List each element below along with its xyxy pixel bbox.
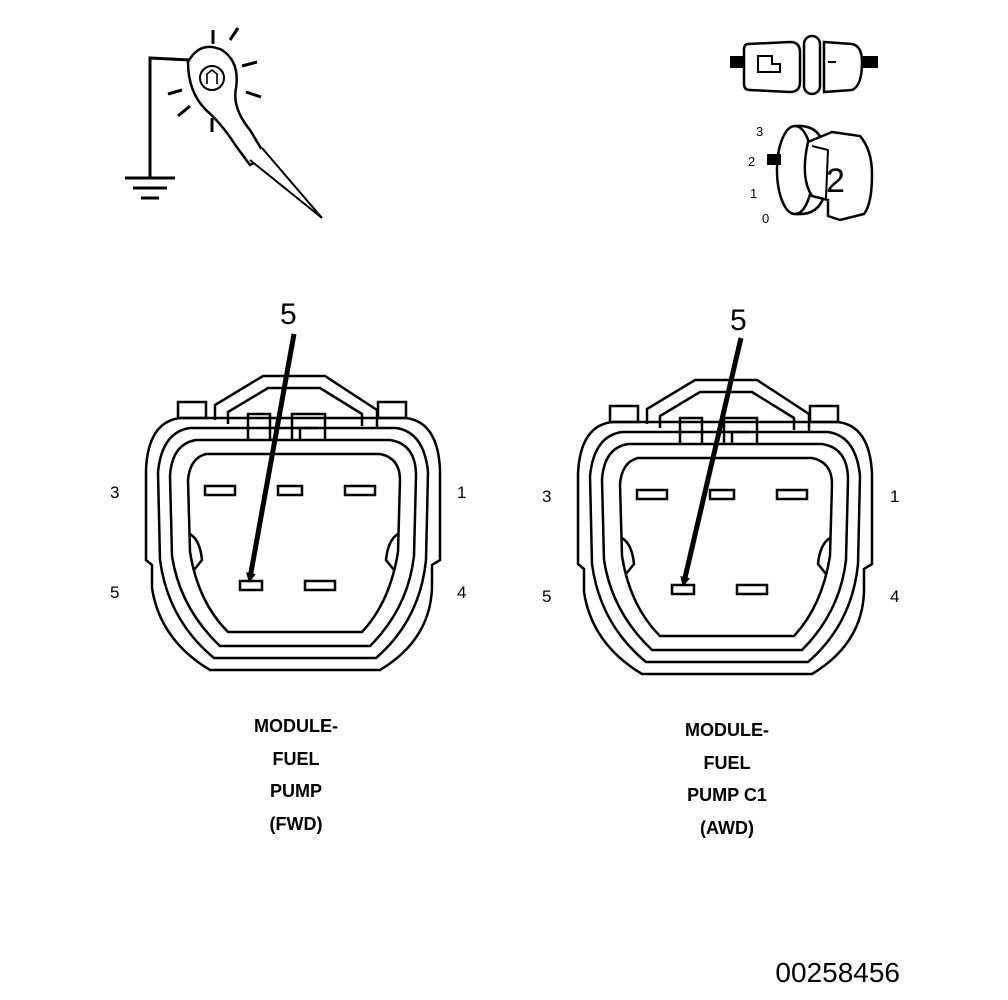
pin-label-1: 1	[890, 487, 899, 506]
pin-slots	[635, 488, 809, 596]
pin-label-5: 5	[542, 587, 551, 606]
ignition-key-number: 2	[826, 162, 845, 200]
pin-label-4: 4	[890, 587, 899, 606]
pin-label-3: 3	[542, 487, 551, 506]
connector-caption: MODULE- FUEL PUMP (FWD)	[254, 716, 338, 834]
ignition-position-0: 0	[762, 211, 769, 226]
pin-2-slot	[276, 484, 304, 497]
connector-awd: 5 3 1 5 4 MODULE- FUEL PUMP C1 (AWD)	[542, 304, 899, 838]
callout-arrow	[245, 333, 297, 583]
pin-1-slot	[343, 484, 377, 497]
figure-id: 00258456	[775, 957, 900, 988]
pin-label-1: 1	[457, 483, 466, 502]
pin-slots	[203, 484, 377, 592]
caption-line-4: (AWD)	[700, 818, 754, 838]
connector-caption: MODULE- FUEL PUMP C1 (AWD)	[685, 720, 769, 838]
connector-fwd: 5 3 1 5 4 MODULE- FUEL PUMP (FWD)	[110, 298, 466, 834]
ignition-position-2: 2	[748, 154, 755, 169]
pin-5-slot	[670, 583, 696, 596]
ignition-switch-icon: 3 2 1 0 2	[748, 124, 874, 226]
pin-3-slot	[203, 484, 237, 497]
callout-number: 5	[730, 304, 747, 337]
pin-2-slot	[708, 488, 736, 501]
caption-line-3: PUMP	[270, 781, 322, 801]
pin-4-slot	[735, 583, 769, 596]
ignition-position-1: 1	[750, 186, 757, 201]
ignition-position-3: 3	[756, 124, 763, 139]
caption-line-1: MODULE-	[254, 716, 338, 736]
caption-line-2: FUEL	[273, 749, 320, 769]
pin-label-3: 3	[110, 483, 119, 502]
pin-3-slot	[635, 488, 669, 501]
pin-label-5: 5	[110, 583, 119, 602]
caption-line-1: MODULE-	[685, 720, 769, 740]
pin-label-4: 4	[457, 583, 466, 602]
callout-number: 5	[280, 298, 297, 331]
pin-4-slot	[303, 579, 337, 592]
callout-arrow	[680, 337, 744, 587]
caption-line-4: (FWD)	[270, 814, 323, 834]
pin-1-slot	[775, 488, 809, 501]
caption-line-2: FUEL	[704, 753, 751, 773]
caption-line-3: PUMP C1	[687, 785, 767, 805]
test-light-icon	[125, 27, 323, 219]
connector-disconnected-icon	[730, 34, 878, 96]
pin-5-slot	[238, 579, 264, 592]
